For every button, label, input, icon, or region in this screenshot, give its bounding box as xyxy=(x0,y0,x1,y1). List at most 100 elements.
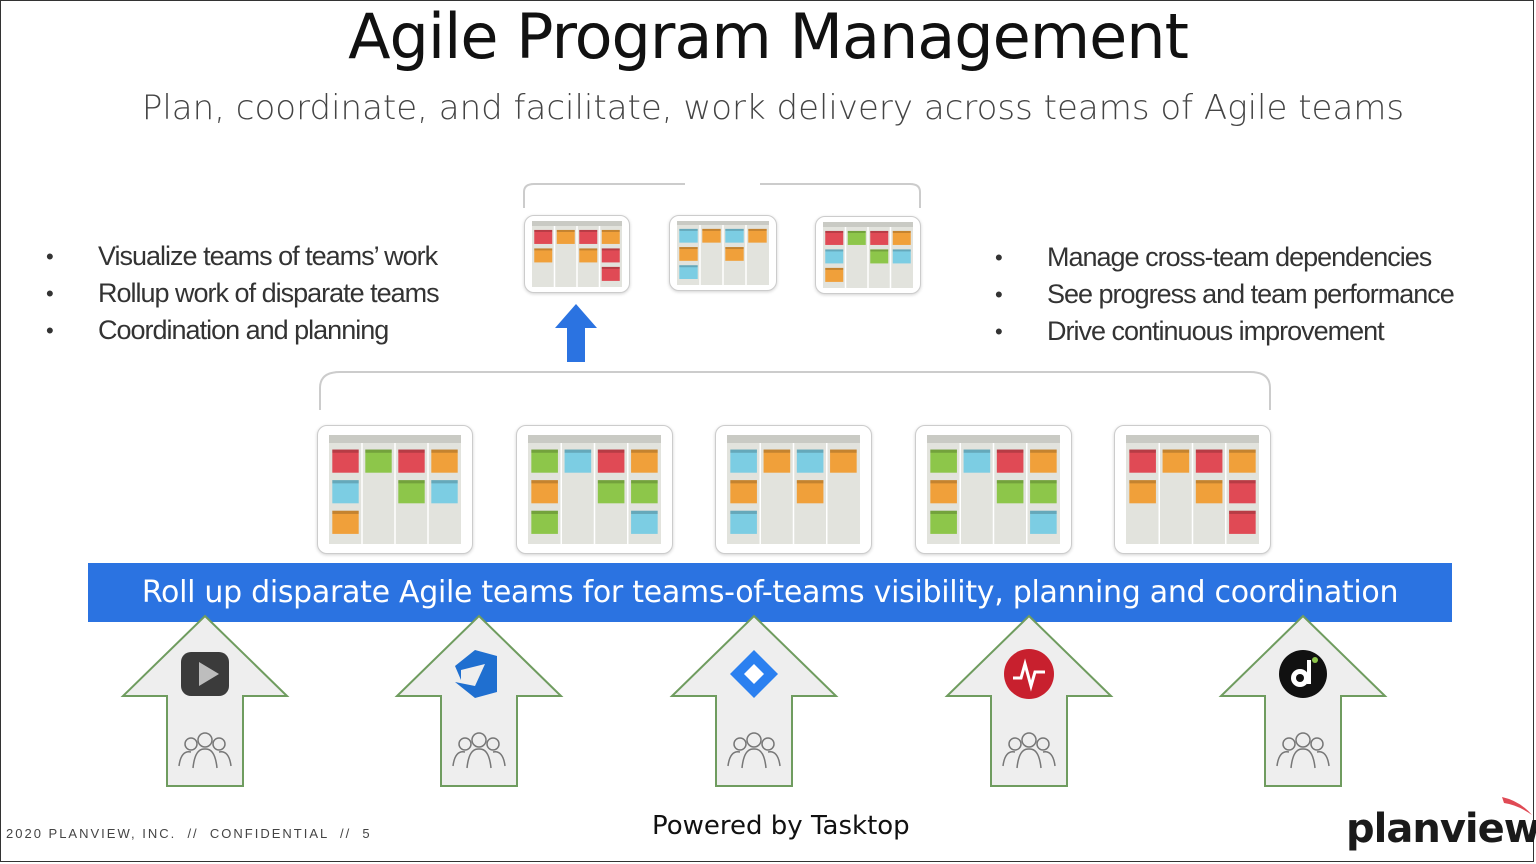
team-people-icon xyxy=(452,732,506,769)
kanban-board-graphic xyxy=(532,221,622,287)
kanban-card xyxy=(531,510,558,534)
kanban-card xyxy=(332,449,359,473)
kanban-card xyxy=(763,449,791,473)
team-arrow-icon xyxy=(120,614,290,787)
kanban-card xyxy=(631,510,658,534)
bullet-item: • Visualize teams of teams’ work xyxy=(46,238,439,275)
bullet-icon: • xyxy=(46,244,54,269)
digite-icon xyxy=(1279,650,1327,698)
powered-by-text: Powered by Tasktop xyxy=(652,811,910,841)
kanban-card xyxy=(996,480,1024,504)
blue-rollup-arrow-icon xyxy=(555,304,597,362)
team-arrow-icon xyxy=(1218,614,1388,787)
kanban-card xyxy=(534,229,553,244)
kanban-card xyxy=(796,449,824,473)
team-board xyxy=(317,425,473,554)
kanban-card xyxy=(601,266,620,281)
jira-icon xyxy=(730,650,778,698)
kanban-card xyxy=(725,228,744,243)
broadcom-rally-icon xyxy=(1004,649,1054,699)
bullet-icon: • xyxy=(995,282,1003,307)
kanban-card xyxy=(963,449,991,473)
team-arrow-icon xyxy=(944,614,1114,787)
kanban-card xyxy=(601,248,620,263)
left-bullet-list: • Visualize teams of teams’ work • Rollup … xyxy=(46,238,440,349)
kanban-card xyxy=(579,229,598,244)
kanban-card xyxy=(679,247,698,261)
kanban-card xyxy=(996,449,1024,473)
kanban-board-graphic xyxy=(727,435,860,544)
kanban-card xyxy=(332,480,359,504)
azure-devops-icon xyxy=(455,650,497,698)
rollup-banner: Roll up disparate Agile teams for teams-… xyxy=(88,563,1452,622)
team-people-icon xyxy=(1002,732,1056,769)
team-arrow-icon xyxy=(669,614,839,787)
kanban-card xyxy=(825,230,844,245)
kanban-card xyxy=(564,449,592,473)
kanban-board-graphic xyxy=(823,222,913,288)
kanban-card xyxy=(730,449,757,473)
kanban-card xyxy=(398,449,425,473)
bullet-item: • See progress and team performance xyxy=(995,276,1455,313)
bullet-item: •Manage cross-team dependencies xyxy=(995,239,1454,276)
team-people-icon xyxy=(178,732,232,769)
kanban-card xyxy=(796,480,824,504)
kanban-card xyxy=(534,248,553,263)
planview-logo: planview® xyxy=(1346,806,1536,852)
team-board xyxy=(1114,425,1271,554)
bullet-text: Visualize teams of teams’ work xyxy=(98,241,438,271)
team-people-icon xyxy=(727,732,781,769)
bullet-item: •Coordination and planning xyxy=(46,312,439,349)
kanban-card xyxy=(892,249,911,264)
program-board xyxy=(524,215,630,293)
kanban-card xyxy=(531,480,558,504)
kanban-board-graphic xyxy=(677,221,769,285)
kanban-card xyxy=(679,265,698,279)
right-bullet-list: •Manage cross-team dependencies • See pro… xyxy=(995,239,1455,350)
team-board xyxy=(715,425,872,554)
kanban-card xyxy=(748,228,767,243)
digital-ai-icon xyxy=(181,652,229,696)
slide-subtitle: Plan, coordinate, and facilitate, work d… xyxy=(141,88,1405,128)
kanban-card xyxy=(730,480,757,504)
team-people-icon xyxy=(1276,732,1330,769)
bullet-text: See progress and team performance xyxy=(1047,279,1455,309)
footer-confidential: 2020 PLANVIEW, INC. // CONFIDENTIAL // 5 xyxy=(6,826,372,841)
kanban-card xyxy=(730,510,757,534)
bullet-text: Drive continuous improvement xyxy=(1047,316,1385,346)
kanban-card xyxy=(725,247,744,261)
bullet-icon: • xyxy=(995,319,1003,344)
kanban-card xyxy=(1030,480,1057,504)
kanban-card xyxy=(398,480,425,504)
kanban-card xyxy=(679,228,698,243)
top-group-brace xyxy=(523,183,921,208)
kanban-card xyxy=(579,248,598,263)
kanban-card xyxy=(1229,510,1256,534)
bullet-icon: • xyxy=(995,245,1003,270)
planview-swoosh-icon xyxy=(1502,797,1532,815)
kanban-card xyxy=(702,228,721,243)
kanban-card xyxy=(556,229,575,244)
kanban-card xyxy=(847,230,866,245)
kanban-card xyxy=(1129,480,1156,504)
kanban-board-graphic xyxy=(927,435,1060,544)
kanban-card xyxy=(1229,449,1256,473)
slide-title: Agile Program Management xyxy=(348,0,1189,73)
kanban-card xyxy=(830,449,857,473)
kanban-card xyxy=(1030,449,1057,473)
bullet-icon: • xyxy=(46,281,54,306)
team-arrow-icon xyxy=(394,614,564,787)
kanban-board-graphic xyxy=(1126,435,1259,544)
kanban-card xyxy=(930,510,957,534)
bullet-item: • Drive continuous improvement xyxy=(995,313,1454,350)
kanban-card xyxy=(1030,510,1057,534)
kanban-card xyxy=(870,249,889,264)
kanban-card xyxy=(1162,449,1190,473)
bullet-text: Rollup work of disparate teams xyxy=(98,278,440,308)
team-board xyxy=(915,425,1072,554)
program-board xyxy=(815,216,921,294)
kanban-card xyxy=(825,267,844,282)
kanban-card xyxy=(597,480,625,504)
team-board xyxy=(516,425,673,554)
kanban-card xyxy=(870,230,889,245)
